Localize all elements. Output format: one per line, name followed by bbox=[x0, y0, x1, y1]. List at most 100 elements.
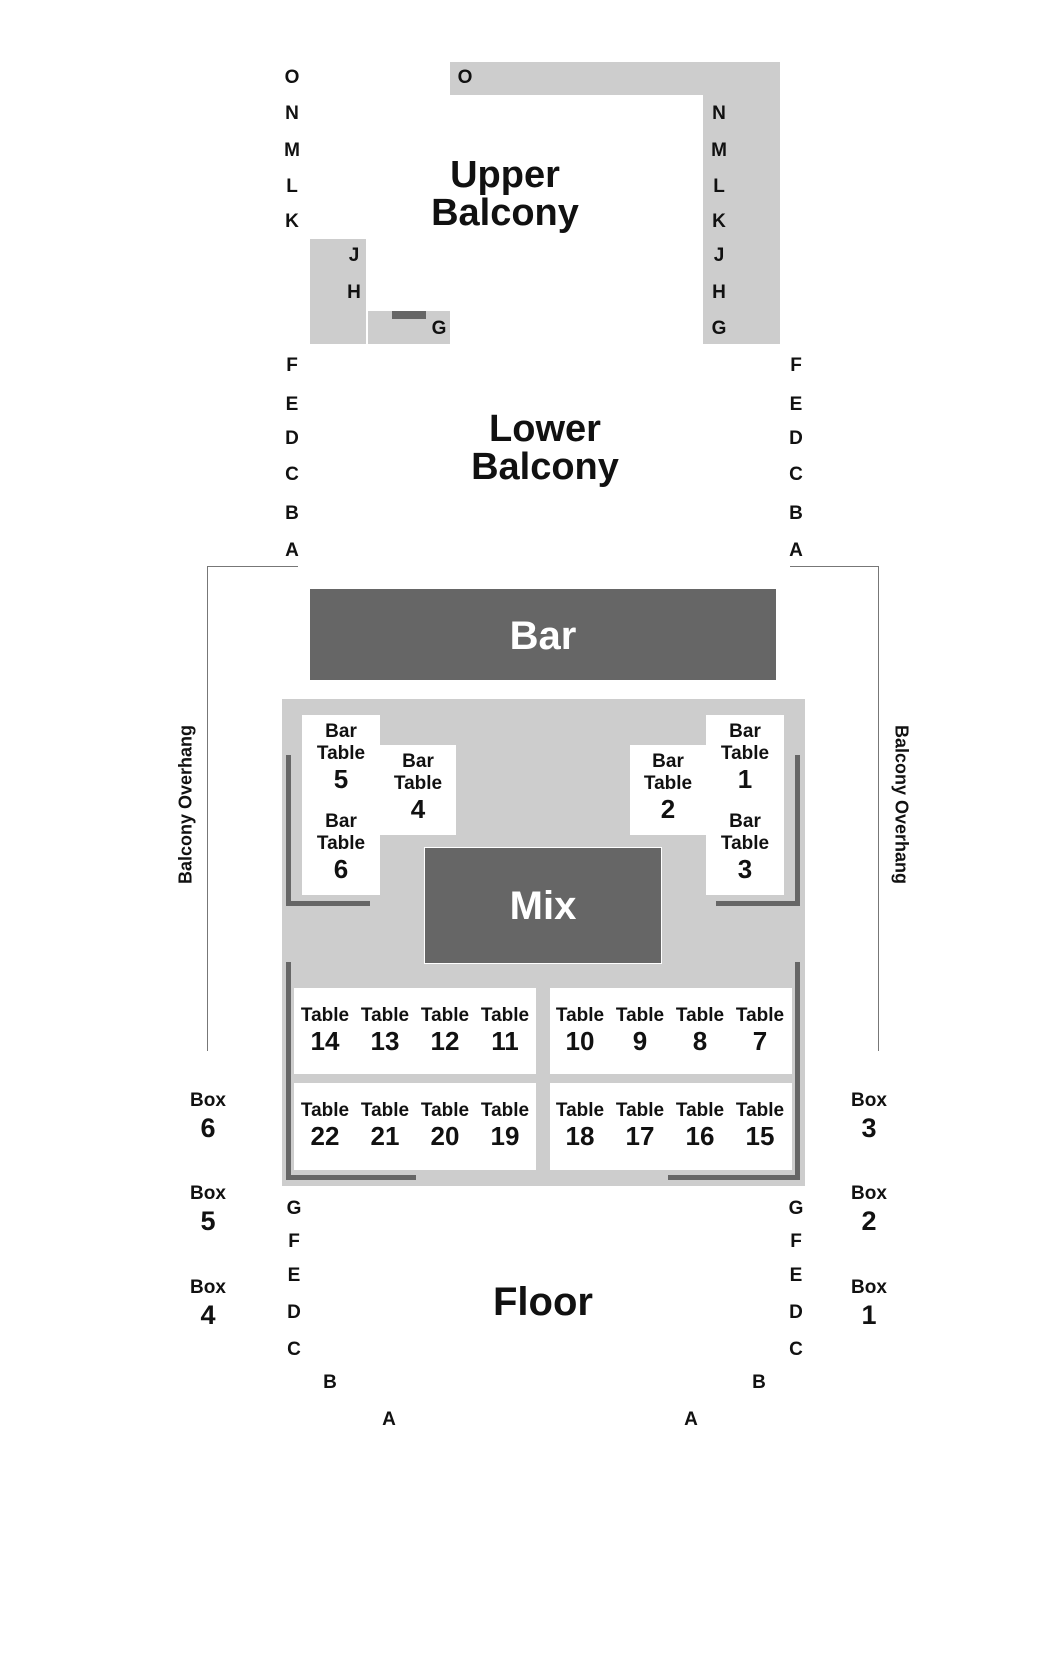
rail-lower-right-vertical bbox=[795, 962, 800, 1180]
row-label-upper-right-n: N bbox=[712, 103, 726, 124]
balcony-overhang-line-left bbox=[207, 566, 298, 1051]
table-19-number: 19 bbox=[490, 1121, 520, 1151]
table-9-label: Table bbox=[615, 1005, 665, 1026]
table-10-number: 10 bbox=[565, 1026, 595, 1056]
row-label-floor-left-b: B bbox=[323, 1372, 337, 1393]
rail-upper-right-vertical bbox=[795, 755, 800, 905]
bar-table-1[interactable]: Bar Table 1 bbox=[706, 715, 784, 802]
bar-table-5[interactable]: Bar Table 5 bbox=[302, 715, 380, 802]
table-19-label: Table bbox=[480, 1100, 530, 1121]
bar-table-3[interactable]: Bar Table 3 bbox=[706, 802, 784, 895]
box-5-label: Box bbox=[190, 1183, 226, 1204]
row-label-lower-right-c: C bbox=[789, 464, 803, 485]
rail-lower-left-vertical bbox=[286, 962, 291, 1180]
box-3-label: Box bbox=[851, 1090, 887, 1111]
row-label-lower-right-a: A bbox=[789, 540, 803, 561]
row-label-upper-left-n: N bbox=[285, 103, 299, 124]
bar-table-6[interactable]: Bar Table 6 bbox=[302, 802, 380, 895]
row-label-floor-right-c: C bbox=[789, 1339, 803, 1360]
row-label-upper-inner-j: J bbox=[348, 245, 360, 266]
bar-table-2-number: 2 bbox=[660, 794, 676, 824]
box-4-number: 4 bbox=[200, 1300, 216, 1330]
box-6-label: Box bbox=[190, 1090, 226, 1111]
table-14-number: 14 bbox=[310, 1026, 340, 1056]
bar-table-3-label-1: Bar bbox=[729, 811, 761, 832]
table-7-number: 7 bbox=[752, 1026, 768, 1056]
table-21-label: Table bbox=[360, 1100, 410, 1121]
bar-table-2[interactable]: Bar Table 2 bbox=[630, 745, 706, 835]
row-label-floor-right-b: B bbox=[752, 1372, 766, 1393]
row-label-upper-left-k: K bbox=[285, 211, 299, 232]
table-12-number: 12 bbox=[430, 1026, 460, 1056]
bar-area[interactable] bbox=[310, 589, 776, 680]
table-block-row1-left bbox=[294, 988, 536, 1074]
table-18-label: Table bbox=[555, 1100, 605, 1121]
row-label-lower-right-d: D bbox=[789, 428, 803, 449]
box-2-number: 2 bbox=[861, 1206, 877, 1236]
row-label-lower-left-f: F bbox=[286, 355, 298, 376]
row-label-floor-left-d: D bbox=[287, 1302, 301, 1323]
table-8-number: 8 bbox=[692, 1026, 708, 1056]
upper-balcony-left-block-jh[interactable] bbox=[310, 239, 366, 344]
box-5-number: 5 bbox=[200, 1206, 216, 1236]
control-booth-marker bbox=[392, 311, 426, 319]
table-block-row1-right bbox=[550, 988, 792, 1074]
table-13-label: Table bbox=[360, 1005, 410, 1026]
bar-table-2-label-1: Bar bbox=[652, 751, 684, 772]
row-label-upper-left-o: O bbox=[284, 67, 300, 88]
table-13-number: 13 bbox=[370, 1026, 400, 1056]
box-1-label: Box bbox=[851, 1277, 887, 1298]
rail-upper-left-vertical bbox=[286, 755, 291, 905]
table-20-number: 20 bbox=[430, 1121, 460, 1151]
table-9-number: 9 bbox=[632, 1026, 648, 1056]
bar-label: Bar bbox=[509, 614, 577, 658]
bar-table-2-label-2: Table bbox=[643, 773, 693, 794]
table-12-label: Table bbox=[420, 1005, 470, 1026]
table-11-label: Table bbox=[480, 1005, 530, 1026]
bar-table-4-number: 4 bbox=[410, 794, 426, 824]
row-label-upper-left-l: L bbox=[286, 176, 298, 197]
row-label-floor-right-d: D bbox=[789, 1302, 803, 1323]
row-label-upper-right-l: L bbox=[713, 176, 725, 197]
row-label-upper-left-m: M bbox=[284, 140, 300, 161]
row-label-upper-right-h: H bbox=[712, 282, 726, 303]
row-label-upper-top-o: O bbox=[457, 67, 473, 88]
rail-lower-left-horizontal bbox=[286, 1175, 416, 1180]
row-label-upper-inner-h: H bbox=[347, 282, 361, 303]
upper-balcony-right-band[interactable] bbox=[703, 62, 780, 344]
bar-table-5-label-1: Bar bbox=[325, 721, 357, 742]
table-22-label: Table bbox=[300, 1100, 350, 1121]
bar-table-4-label-2: Table bbox=[393, 773, 443, 794]
table-11-number: 11 bbox=[491, 1026, 519, 1056]
box-2-label: Box bbox=[851, 1183, 887, 1204]
floor-title: Floor bbox=[493, 1280, 593, 1324]
row-label-upper-right-j: J bbox=[713, 245, 725, 266]
bar-table-5-label-2: Table bbox=[316, 743, 366, 764]
row-label-floor-right-f: F bbox=[790, 1231, 802, 1252]
table-21-number: 21 bbox=[370, 1121, 400, 1151]
row-label-lower-left-b: B bbox=[285, 503, 299, 524]
bar-table-4[interactable]: Bar Table 4 bbox=[380, 745, 456, 835]
